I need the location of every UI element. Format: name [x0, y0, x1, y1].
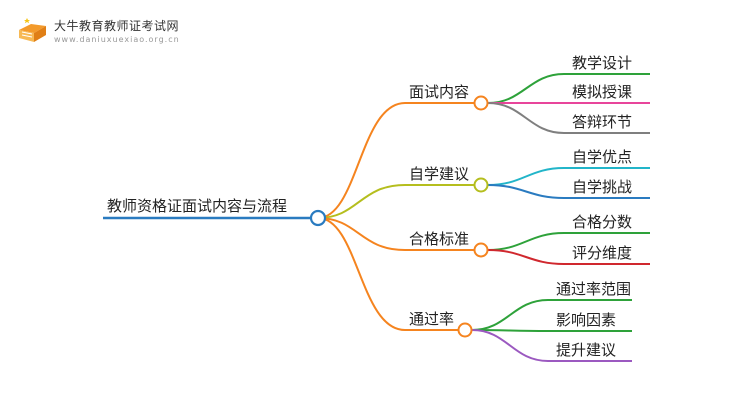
leaf-connector [487, 167, 565, 186]
branch-node[interactable] [473, 242, 489, 258]
branch-connector [317, 184, 406, 219]
root-node-label: 教师资格证面试内容与流程 [107, 197, 287, 215]
branch-label: 面试内容 [409, 83, 469, 101]
site-logo[interactable]: 大牛教育教师证考试网 www.daniuxuexiao.org.cn [16, 12, 206, 52]
leaf-connector [487, 102, 565, 134]
branch-label: 自学建议 [409, 165, 469, 183]
logo-title: 大牛教育教师证考试网 [54, 19, 180, 33]
leaf-label: 提升建议 [556, 341, 616, 359]
logo-url: www.daniuxuexiao.org.cn [54, 35, 180, 44]
branch-node[interactable] [457, 322, 473, 338]
branch-node[interactable] [473, 177, 489, 193]
leaf-connector [487, 184, 565, 199]
branch-label: 合格标准 [409, 230, 469, 248]
leaf-label: 自学优点 [572, 148, 632, 166]
leaf-label: 自学挑战 [572, 178, 632, 196]
branch-label: 通过率 [409, 310, 454, 328]
leaf-label: 合格分数 [572, 213, 632, 231]
branch-node[interactable] [473, 95, 489, 111]
leaf-connector [471, 299, 549, 331]
leaf-label: 评分维度 [572, 244, 632, 262]
branch-connector [317, 217, 406, 331]
branch-connector [317, 102, 406, 219]
mind-map-nodes [309, 95, 489, 338]
root-node[interactable] [309, 209, 327, 227]
mind-map-edges [103, 73, 650, 362]
leaf-connector [487, 232, 565, 251]
leaf-label: 影响因素 [556, 311, 616, 329]
leaf-label: 教学设计 [572, 54, 632, 72]
leaf-label: 模拟授课 [572, 83, 632, 101]
logo-book-icon [19, 18, 46, 42]
leaf-connector [471, 329, 549, 362]
leaf-connector [487, 249, 565, 265]
leaf-label: 答辩环节 [572, 113, 632, 131]
branch-connector [317, 217, 406, 251]
leaf-connector [487, 73, 565, 104]
leaf-label: 通过率范围 [556, 280, 631, 298]
